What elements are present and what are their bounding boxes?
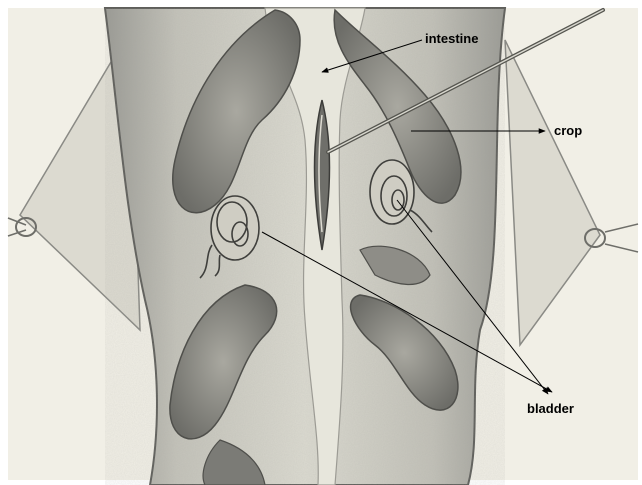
intestine-label: intestine [425,31,478,46]
bladder-label: bladder [527,401,574,416]
crop-label: crop [554,123,582,138]
